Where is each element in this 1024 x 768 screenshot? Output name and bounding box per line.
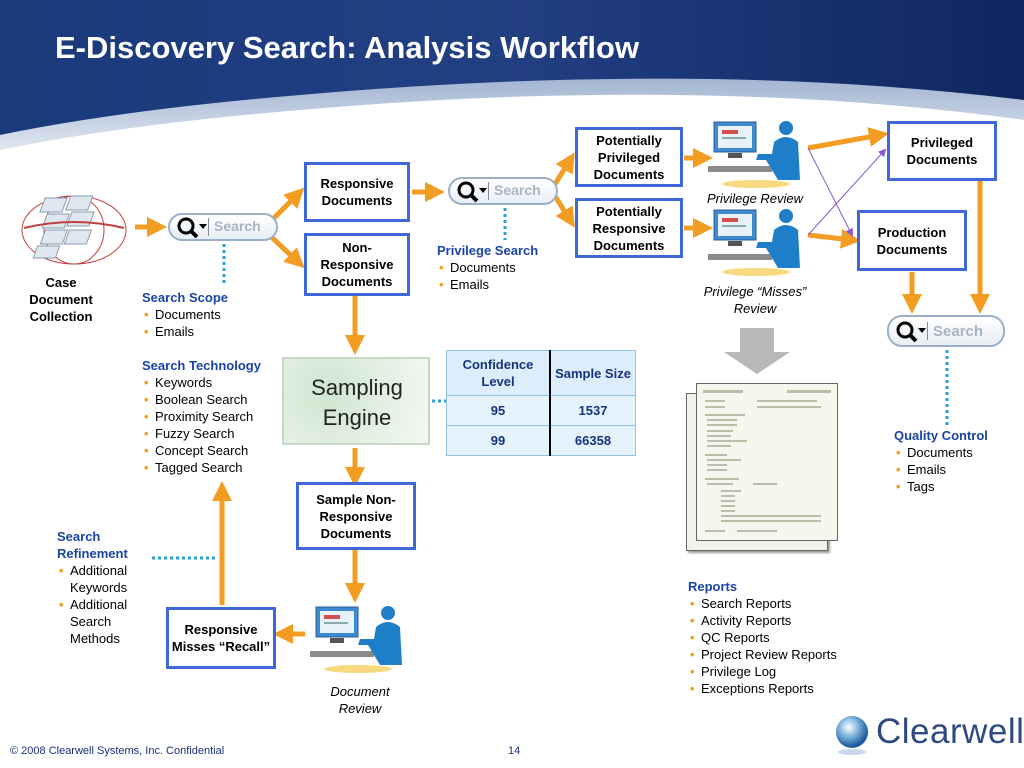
potentially-responsive-box: Potentially Responsive Documents — [575, 198, 683, 258]
list-item: Privilege Log — [688, 663, 868, 680]
confidence-table: Confidence Level Sample Size 95 1537 99 … — [446, 350, 636, 456]
sampling-engine: Sampling Engine — [282, 357, 430, 445]
document-review-label: Document Review — [330, 684, 390, 716]
search-box-privilege[interactable]: Search — [448, 177, 558, 205]
list-item: Emails — [894, 461, 1014, 478]
person-at-computer-icon — [708, 121, 800, 188]
table-cell: 99 — [446, 425, 551, 456]
search-box-quality[interactable]: Search — [887, 315, 1005, 347]
sampling-engine-label: Sampling Engine — [311, 375, 403, 430]
magnifier-icon — [896, 321, 926, 343]
search-technology-heading: Search Technology — [142, 358, 261, 373]
footer-copyright: © 2008 Clearwell Systems, Inc. Confident… — [10, 745, 225, 757]
non-responsive-documents-box: Non-Responsive Documents — [304, 233, 410, 296]
list-item: Exceptions Reports — [688, 680, 868, 697]
list-item: Tags — [894, 478, 1014, 495]
potentially-privileged-box: Potentially Privileged Documents — [575, 127, 683, 187]
reports-heading: Reports — [688, 579, 738, 594]
page-number: 14 — [508, 745, 521, 757]
list-item: Keywords — [142, 374, 282, 391]
sample-non-responsive-box: Sample Non-Responsive Documents — [296, 482, 416, 550]
privilege-search-heading: Privilege Search — [437, 243, 539, 258]
header-banner — [0, 0, 1024, 150]
production-documents-box: Production Documents — [857, 210, 967, 271]
list-item: Fuzzy Search — [142, 425, 282, 442]
case-collection-label: Case Document Collection — [29, 275, 93, 324]
responsive-misses-box: Responsive Misses “Recall” — [166, 607, 276, 669]
search-scope-block: Search Scope Documents Emails — [142, 289, 282, 340]
privilege-misses-review-label: Privilege “Misses” Review — [703, 284, 807, 316]
list-item: Additional Search Methods — [57, 596, 141, 647]
person-at-computer-icon — [708, 209, 800, 276]
list-item: Tagged Search — [142, 459, 282, 476]
search-label: Search — [494, 182, 541, 198]
list-item: Boolean Search — [142, 391, 282, 408]
search-refinement-block: Search Refinement Additional Keywords Ad… — [57, 528, 141, 647]
table-cell: 95 — [446, 395, 551, 426]
search-label: Search — [214, 218, 261, 234]
list-item: Concept Search — [142, 442, 282, 459]
table-cell: 1537 — [549, 395, 636, 426]
search-label: Search — [933, 323, 984, 340]
search-refinement-heading: Search Refinement — [57, 529, 128, 561]
page-title: E-Discovery Search: Analysis Workflow — [55, 30, 640, 65]
list-item: Documents — [894, 444, 1014, 461]
responsive-documents-box: Responsive Documents — [304, 162, 410, 222]
list-item: Emails — [142, 323, 282, 340]
list-item: Activity Reports — [688, 612, 868, 629]
list-item: Documents — [142, 306, 282, 323]
search-box-initial[interactable]: Search — [168, 213, 278, 241]
privilege-search-block: Privilege Search Documents Emails — [437, 242, 567, 293]
privilege-review-label: Privilege Review — [706, 191, 804, 206]
list-item: Proximity Search — [142, 408, 282, 425]
list-item: Documents — [437, 259, 567, 276]
magnifier-icon — [177, 217, 207, 239]
magnifier-icon — [457, 181, 487, 203]
report-lines — [703, 390, 831, 532]
list-item: Search Reports — [688, 595, 868, 612]
list-item: Additional Keywords — [57, 562, 141, 596]
list-item: QC Reports — [688, 629, 868, 646]
table-row: 95 1537 — [446, 395, 636, 426]
table-header-sample-size: Sample Size — [549, 350, 636, 396]
list-item: Emails — [437, 276, 567, 293]
reports-block: Reports Search Reports Activity Reports … — [688, 578, 868, 697]
brand-logo-icon — [836, 716, 868, 755]
person-at-computer-icon — [310, 606, 402, 673]
list-item: Project Review Reports — [688, 646, 868, 663]
brand-wordmark: Clearwell — [876, 712, 1024, 751]
table-cell: 66358 — [549, 425, 636, 456]
document-stack-icon — [21, 195, 127, 265]
search-scope-heading: Search Scope — [142, 290, 228, 305]
table-row: 99 66358 — [446, 425, 636, 456]
quality-control-heading: Quality Control — [894, 428, 988, 443]
search-technology-block: Search Technology Keywords Boolean Searc… — [142, 357, 282, 476]
quality-control-block: Quality Control Documents Emails Tags — [894, 427, 1014, 495]
privileged-documents-box: Privileged Documents — [887, 121, 997, 181]
report-document — [696, 383, 838, 541]
table-header-confidence: Confidence Level — [446, 350, 551, 396]
